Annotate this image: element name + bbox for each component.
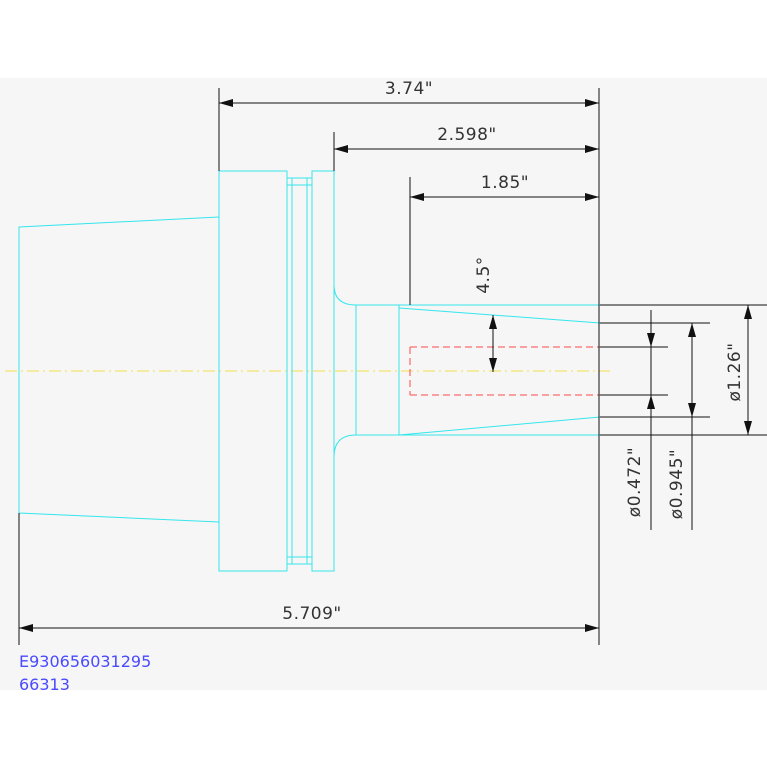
dim-label-taper-angle: 4.5° [474,256,494,294]
dim-label-5-709: 5.709" [282,604,342,624]
arrow-head [744,421,752,435]
reference-number: 66313 [19,675,70,694]
neck-fillet-bottom [333,434,600,458]
dim-label-1-85: 1.85" [481,173,529,193]
dim-label-tip-diameter: ø0.945" [667,449,687,519]
arrow-head [585,193,599,201]
arrow-head [19,624,33,632]
arrow-head [744,305,752,319]
arrow-head [647,395,655,409]
arrow-head [585,145,599,153]
part-number: E930656031295 [19,652,151,671]
tapered-bore-bottom [398,416,601,436]
part-outline [18,170,601,572]
arrow-head [489,358,497,372]
arrow-head [410,193,424,201]
arrow-head [585,99,599,107]
hidden-bore [409,346,600,396]
dim-label-2-598: 2.598" [437,125,497,145]
taper-shank-outline [18,216,220,523]
dim-label-bore-diameter: ø0.472" [625,447,645,517]
neck-fillet-top [333,284,600,306]
arrow-head [334,145,348,153]
drawing-sheet [0,78,767,690]
arrow-head [585,624,599,632]
arrow-head [688,403,696,417]
dim-label-nose-diameter: ø1.26" [725,342,745,401]
collar-outline [311,170,335,572]
tapered-bore-top [398,307,601,324]
dimension-lines [18,88,767,645]
arrow-head [489,315,497,329]
dim-label-3-74: 3.74" [385,79,433,99]
arrow-head [647,333,655,347]
arrow-head [688,323,696,337]
arrow-head [219,99,233,107]
